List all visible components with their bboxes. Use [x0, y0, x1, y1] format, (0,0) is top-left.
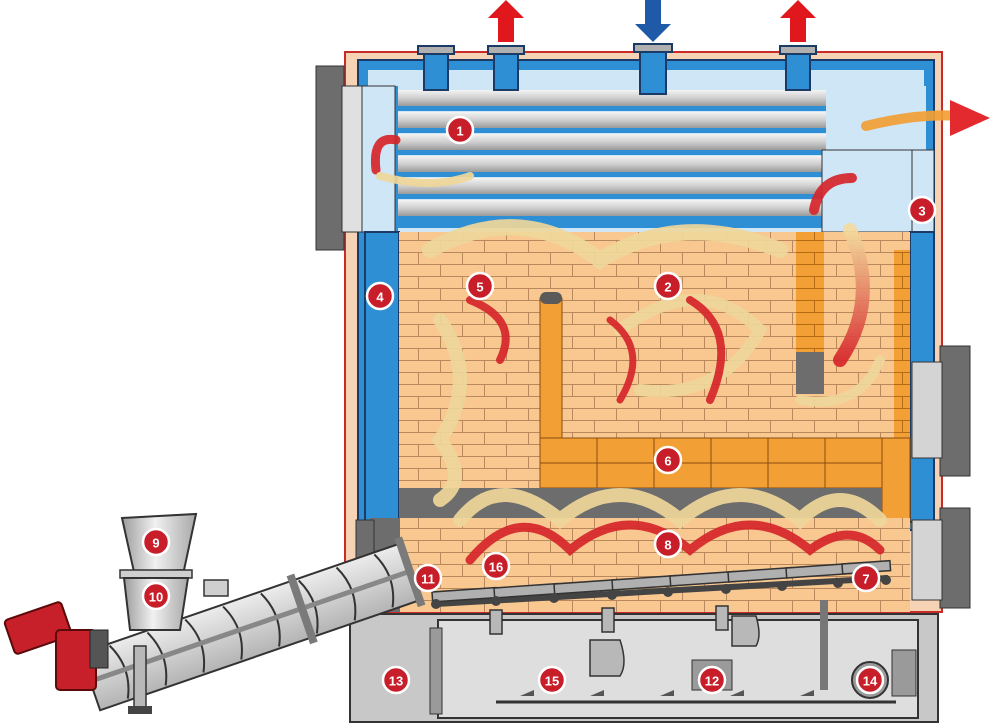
marker-7: 7	[851, 563, 881, 593]
water-wall-left	[364, 231, 400, 523]
marker-circle	[445, 115, 475, 145]
hot-water-outlet-arrow	[488, 0, 524, 42]
marker-label: 8	[664, 538, 671, 553]
marker-circle	[365, 281, 395, 311]
marker-label: 13	[389, 674, 403, 689]
marker-label: 10	[149, 590, 163, 605]
marker-6: 6	[653, 445, 683, 475]
marker-label: 4	[376, 290, 384, 305]
ash-box	[349, 600, 939, 723]
marker-label: 6	[664, 454, 671, 469]
marker-5: 5	[465, 271, 495, 301]
marker-circle	[481, 551, 511, 581]
marker-circle	[855, 665, 885, 695]
marker-circle	[653, 529, 683, 559]
marker-14: 14	[855, 665, 885, 695]
marker-circle	[465, 271, 495, 301]
marker-15: 15	[537, 665, 567, 695]
flue-chamber-right	[821, 149, 913, 233]
marker-circle	[697, 665, 727, 695]
marker-label: 2	[664, 280, 671, 295]
moving-grate	[431, 559, 892, 609]
top-nozzles	[417, 43, 817, 95]
marker-circle	[141, 527, 171, 557]
marker-2: 2	[653, 271, 683, 301]
left-side-panel	[315, 65, 345, 251]
marker-10: 10	[141, 581, 171, 611]
marker-label: 7	[862, 572, 869, 587]
marker-13: 13	[381, 665, 411, 695]
refractory-right-column	[796, 232, 824, 352]
marker-1: 1	[445, 115, 475, 145]
marker-circle	[141, 581, 171, 611]
hot-water-outlet-arrow	[780, 0, 816, 42]
water-flow-arrows	[488, 0, 816, 42]
marker-label: 5	[476, 280, 483, 295]
marker-label: 1	[456, 124, 463, 139]
marker-circle	[653, 271, 683, 301]
heat-exchanger-tubes	[398, 90, 826, 228]
marker-circle	[653, 445, 683, 475]
marker-11: 11	[413, 563, 443, 593]
marker-label: 16	[489, 560, 503, 575]
marker-label: 11	[421, 572, 435, 587]
feeder-stand	[133, 645, 147, 709]
flames	[370, 100, 990, 565]
marker-circle	[851, 563, 881, 593]
marker-circle	[537, 665, 567, 695]
marker-circle	[907, 195, 937, 225]
marker-label: 3	[918, 204, 925, 219]
cold-water-inlet-arrow	[635, 0, 671, 42]
marker-circle	[381, 665, 411, 695]
marker-label: 15	[545, 674, 559, 689]
marker-9: 9	[141, 527, 171, 557]
feeder-motor	[3, 601, 109, 691]
right-door-upper	[939, 345, 971, 477]
marker-4: 4	[365, 281, 395, 311]
marker-label: 12	[705, 674, 719, 689]
marker-label: 9	[152, 536, 159, 551]
marker-12: 12	[697, 665, 727, 695]
marker-16: 16	[481, 551, 511, 581]
marker-label: 14	[863, 674, 878, 689]
marker-circle	[413, 563, 443, 593]
fuel-feeder	[3, 512, 426, 714]
refractory-column	[539, 297, 563, 439]
marker-3: 3	[907, 195, 937, 225]
marker-8: 8	[653, 529, 683, 559]
right-door-lower	[939, 507, 971, 609]
